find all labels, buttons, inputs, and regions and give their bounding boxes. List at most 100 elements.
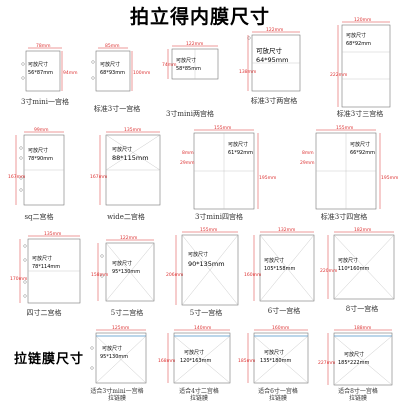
- svg-text:8mm: 8mm: [182, 150, 194, 156]
- sleeve-diagram: 160mm 185mm 可放尺寸 135*180mm: [238, 325, 309, 384]
- sleeve-diagram: 182mm 220mm 可放尺寸 110*160mm: [320, 227, 395, 300]
- caption: 适合6寸一宫格: [258, 388, 298, 395]
- svg-text:可放尺寸: 可放尺寸: [338, 257, 358, 264]
- caption-sub: 拉链膜: [189, 395, 208, 402]
- caption: 四寸二宫格: [26, 309, 62, 317]
- svg-text:85mm: 85mm: [105, 43, 120, 49]
- svg-text:可放尺寸: 可放尺寸: [264, 349, 284, 356]
- svg-text:135mm: 135mm: [44, 231, 61, 237]
- svg-text:可放尺寸: 可放尺寸: [344, 351, 364, 358]
- zipper-4in-2grid: 140mm 168mm 可放尺寸 120*163mm 适合4寸二宫格 拉链膜: [158, 325, 238, 402]
- svg-text:155mm: 155mm: [214, 125, 231, 131]
- svg-text:可放尺寸: 可放尺寸: [176, 57, 196, 64]
- sleeve-diagram: 135mm 167mm 可放尺寸 88*115mm: [90, 127, 161, 206]
- zipper-section-title: 拉链膜尺寸: [14, 352, 85, 367]
- sleeve-diagram: 188mm 227mm 可放尺寸 185*222mm: [318, 325, 393, 386]
- svg-text:135*180mm: 135*180mm: [260, 358, 291, 364]
- svg-text:可放尺寸: 可放尺寸: [264, 257, 284, 264]
- svg-text:可放尺寸: 可放尺寸: [112, 260, 132, 267]
- svg-text:可放尺寸: 可放尺寸: [102, 345, 122, 352]
- sleeve-diagram: 155mm 8mm 29mm 195mm 可放尺寸 66*92mm: [300, 125, 398, 210]
- svg-text:29mm: 29mm: [180, 160, 195, 166]
- svg-text:132mm: 132mm: [278, 227, 295, 233]
- page-title: 拍立得内膜尺寸: [129, 6, 270, 28]
- svg-text:88*115mm: 88*115mm: [112, 154, 149, 162]
- svg-text:78*114mm: 78*114mm: [32, 264, 60, 270]
- sleeve-wide-2grid: 135mm 167mm 可放尺寸 88*115mm wide二宫格: [86, 127, 166, 221]
- caption: 标准3寸三宫格: [336, 110, 384, 118]
- svg-text:68*92mm: 68*92mm: [346, 41, 371, 47]
- svg-text:74mm: 74mm: [162, 62, 177, 68]
- svg-text:110*160mm: 110*160mm: [338, 266, 369, 272]
- sleeve-diagram: 120mm 222mm 可放尺寸 68*92mm: [330, 17, 391, 108]
- svg-text:90*135mm: 90*135mm: [188, 260, 225, 268]
- caption: 适合3寸mini一宫格: [90, 388, 144, 395]
- caption: sq二宫格: [24, 213, 54, 221]
- svg-text:可放尺寸: 可放尺寸: [346, 32, 366, 39]
- svg-text:8mm: 8mm: [302, 150, 314, 156]
- svg-text:95*130mm: 95*130mm: [112, 269, 140, 275]
- svg-text:168mm: 168mm: [158, 358, 175, 364]
- svg-text:可放尺寸: 可放尺寸: [256, 46, 283, 55]
- svg-text:195mm: 195mm: [259, 175, 276, 181]
- caption: 8寸一宫格: [345, 305, 379, 313]
- svg-text:185*222mm: 185*222mm: [338, 360, 369, 366]
- sleeve-5in-2grid: 122mm 158mm 可放尺寸 95*130mm 5寸二宫格: [91, 235, 162, 320]
- svg-text:100mm: 100mm: [133, 70, 150, 76]
- caption-sub: 拉链膜: [107, 395, 126, 402]
- svg-text:66*92mm: 66*92mm: [350, 150, 375, 156]
- sleeve-diagram: 122mm 138mm 可放尺寸 64*95mm: [239, 27, 301, 92]
- sleeve-diagram: 155mm 8mm 29mm 195mm 可放尺寸 61*92mm: [180, 125, 276, 210]
- svg-text:220mm: 220mm: [320, 268, 337, 274]
- svg-text:155mm: 155mm: [336, 125, 353, 131]
- svg-text:可放尺寸: 可放尺寸: [228, 141, 248, 148]
- caption: 适合4寸二宫格: [179, 388, 219, 395]
- svg-text:58*85mm: 58*85mm: [176, 66, 201, 72]
- svg-text:160mm: 160mm: [272, 325, 289, 331]
- svg-text:125mm: 125mm: [112, 325, 129, 331]
- svg-text:195mm: 195mm: [381, 175, 398, 181]
- svg-text:可放尺寸: 可放尺寸: [28, 147, 48, 154]
- sleeve-diagram: 85mm 100mm 可放尺寸 68*93mm: [91, 43, 150, 92]
- caption: 5寸一宫格: [189, 309, 223, 317]
- caption: 适合8寸一宫格: [338, 388, 378, 395]
- svg-text:188mm: 188mm: [354, 325, 371, 331]
- svg-text:可放尺寸: 可放尺寸: [28, 61, 48, 68]
- caption: 3寸mini两宫格: [165, 110, 215, 118]
- svg-text:167mm: 167mm: [8, 174, 25, 180]
- svg-text:120mm: 120mm: [354, 17, 371, 23]
- caption: 3寸mini一宫格: [20, 98, 70, 106]
- svg-text:可放尺寸: 可放尺寸: [100, 61, 120, 68]
- svg-text:105*158mm: 105*158mm: [264, 266, 295, 272]
- sleeve-5in-1grid: 155mm 206mm 可放尺寸 90*135mm 5寸一宫格: [166, 226, 246, 322]
- svg-text:158mm: 158mm: [91, 272, 108, 278]
- svg-text:120*163mm: 120*163mm: [180, 358, 211, 364]
- zipper-6in-1grid: 160mm 185mm 可放尺寸 135*180mm 适合6寸一宫格 拉链膜: [238, 325, 316, 402]
- svg-text:64*95mm: 64*95mm: [256, 56, 288, 64]
- svg-text:160mm: 160mm: [244, 272, 261, 278]
- caption-sub: 拉链膜: [268, 395, 287, 402]
- svg-text:227mm: 227mm: [318, 360, 335, 366]
- sleeve-std3-2grid: 122mm 138mm 可放尺寸 64*95mm 标准3寸两宫格: [239, 27, 310, 108]
- sleeve-std3-4grid: 155mm 8mm 29mm 195mm 可放尺寸 66*92mm 标准3寸四宫…: [294, 124, 398, 221]
- svg-text:可放尺寸: 可放尺寸: [188, 251, 208, 258]
- caption: 5寸二宫格: [110, 309, 144, 317]
- sleeve-diagram: 122mm 158mm 可放尺寸 95*130mm: [91, 235, 155, 302]
- svg-text:可放尺寸: 可放尺寸: [32, 255, 52, 262]
- sleeve-8in-1grid: 182mm 220mm 可放尺寸 110*160mm 8寸一宫格: [320, 226, 400, 318]
- caption: 3寸mini四宫格: [194, 213, 244, 221]
- svg-text:155mm: 155mm: [200, 227, 217, 233]
- svg-text:122mm: 122mm: [120, 235, 137, 241]
- sleeve-6in-1grid: 132mm 160mm 可放尺寸 105*158mm 6寸一宫格: [244, 226, 324, 318]
- svg-text:29mm: 29mm: [300, 160, 315, 166]
- svg-text:185mm: 185mm: [238, 358, 255, 364]
- sleeve-3mini-1grid: 78mm 94mm 可放尺寸 56*87mm 3寸mini一宫格: [14, 43, 78, 106]
- sleeve-3mini-2grid: 122mm 74mm 可放尺寸 58*85mm 3寸mini两宫格: [160, 40, 220, 118]
- svg-text:140mm: 140mm: [194, 325, 211, 331]
- sleeve-diagram: 155mm 206mm 可放尺寸 90*135mm: [166, 227, 239, 306]
- svg-text:可放尺寸: 可放尺寸: [112, 146, 132, 153]
- caption: 标准3寸两宫格: [250, 97, 298, 105]
- svg-text:可放尺寸: 可放尺寸: [350, 141, 370, 148]
- sleeve-3mini-4grid: 155mm 8mm 29mm 195mm 可放尺寸 61*92mm 3寸mini…: [174, 124, 276, 221]
- sleeve-std3-1grid: 85mm 100mm 可放尺寸 68*93mm 标准3寸一宫格: [88, 43, 150, 113]
